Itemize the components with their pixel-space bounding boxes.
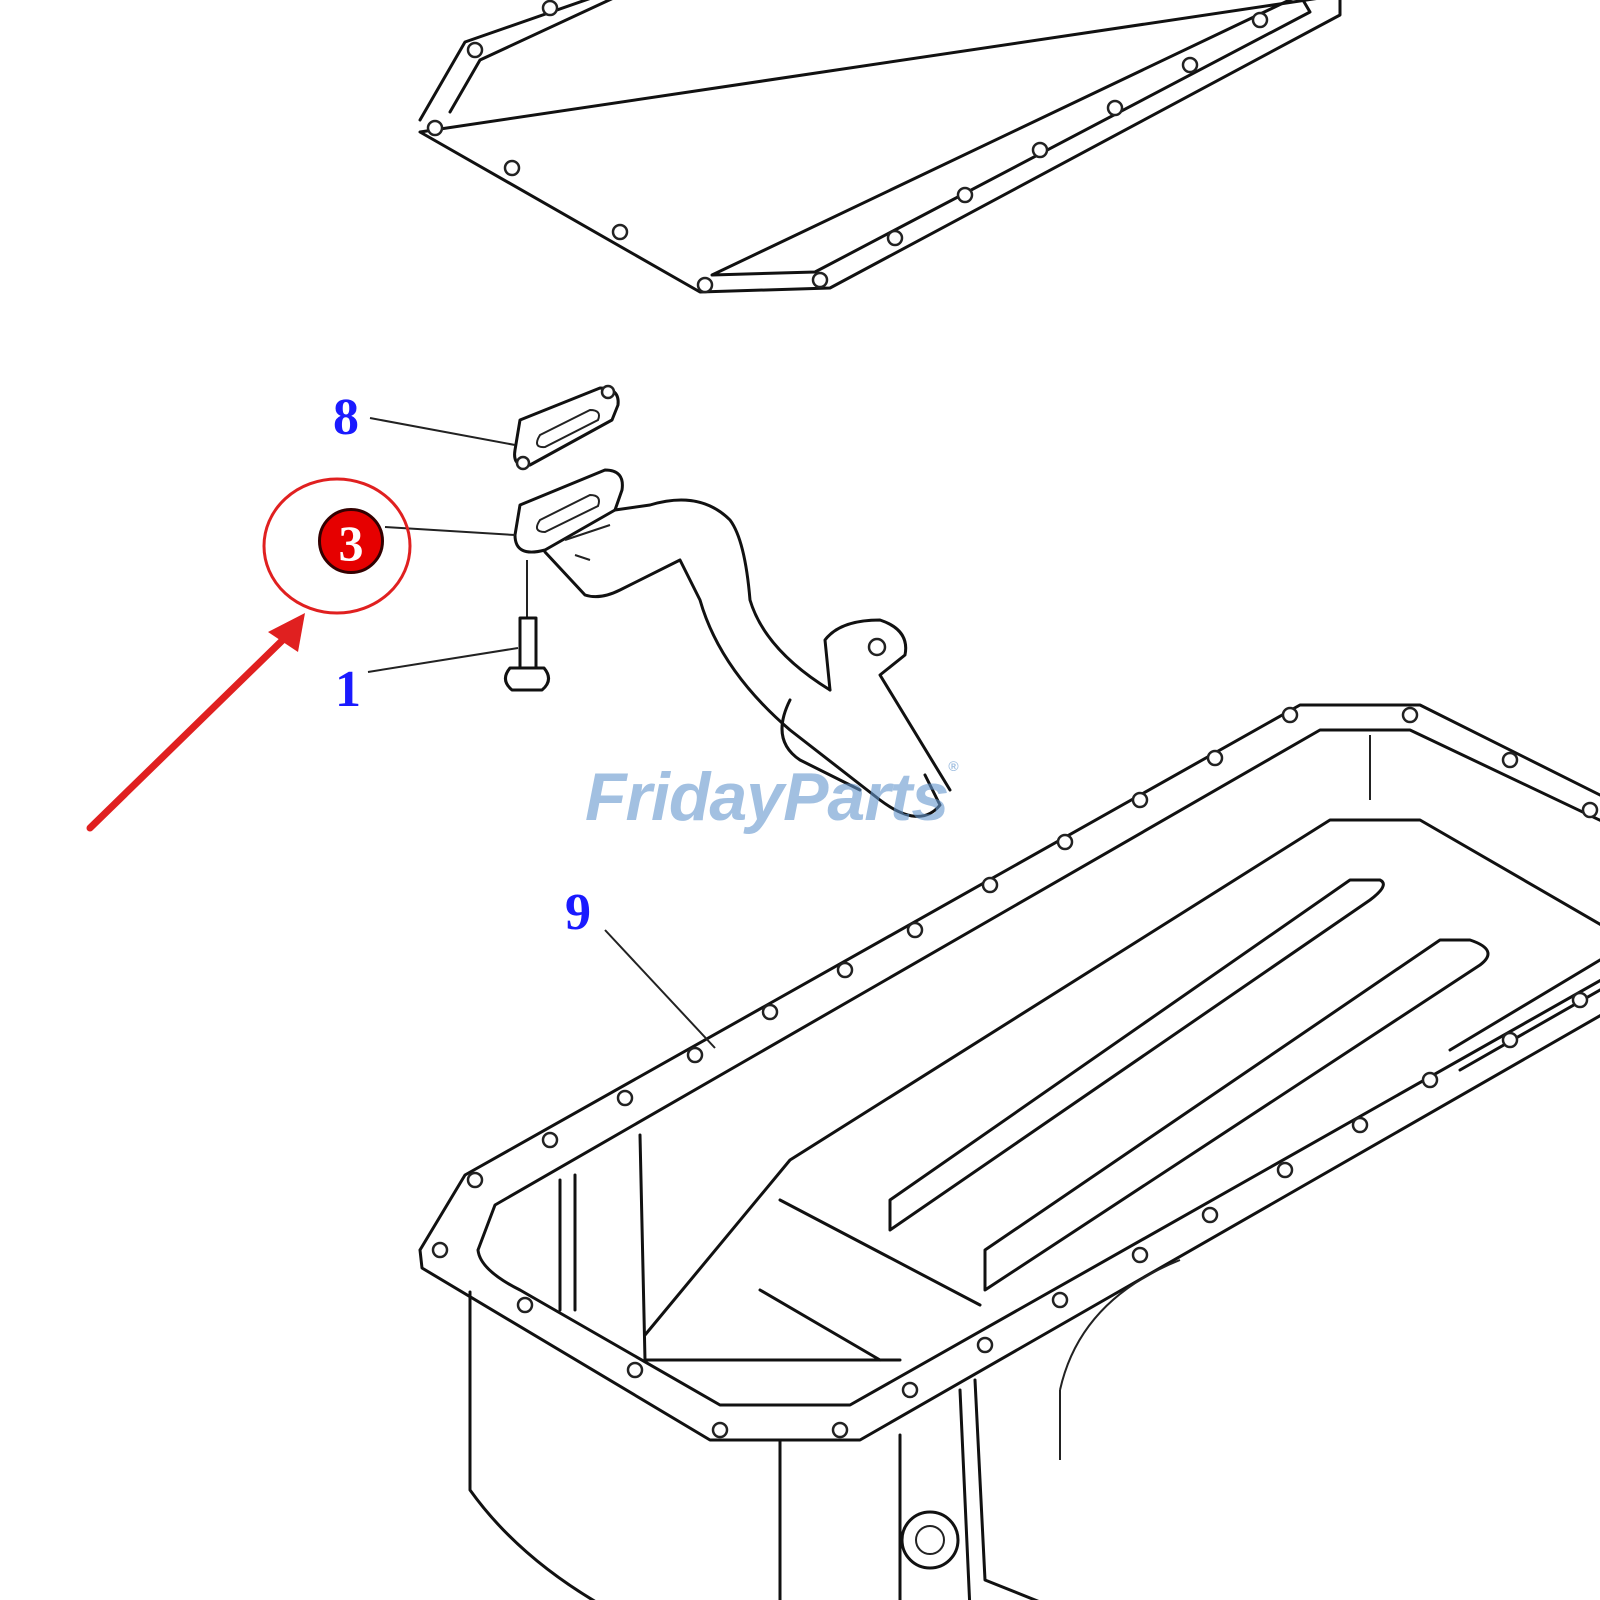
bolt-hole bbox=[1181, 56, 1199, 74]
bolt-hole bbox=[836, 961, 854, 979]
bolt-hole bbox=[1131, 1246, 1149, 1264]
bolt-hole bbox=[696, 276, 714, 294]
bolt-hole bbox=[1251, 11, 1269, 29]
bolt-hole bbox=[466, 1171, 484, 1189]
bolt-hole bbox=[541, 1131, 559, 1149]
oil-pan-gasket bbox=[418, 0, 1342, 294]
bolt-hole bbox=[981, 876, 999, 894]
bolt-hole bbox=[1051, 1291, 1069, 1309]
registered-mark: ® bbox=[948, 758, 958, 774]
bolt-hole bbox=[426, 119, 444, 137]
bolt-hole bbox=[1351, 1116, 1369, 1134]
bolt-hole bbox=[1031, 141, 1049, 159]
bolt-hole bbox=[616, 1089, 634, 1107]
highlight-circle bbox=[262, 477, 412, 615]
bolt-hole bbox=[516, 1296, 534, 1314]
bolt-hole bbox=[686, 1046, 704, 1064]
bolt-hole bbox=[811, 271, 829, 289]
arrow-icon bbox=[86, 613, 305, 832]
bolt-hole bbox=[1206, 749, 1224, 767]
bolt-hole bbox=[1421, 1071, 1439, 1089]
bolt-hole bbox=[466, 41, 484, 59]
bolt-hole bbox=[541, 0, 559, 17]
callout-1[interactable]: 1 bbox=[335, 661, 361, 718]
suction-pipe bbox=[513, 468, 952, 818]
bolt-hole bbox=[431, 1241, 449, 1259]
callout-3[interactable]: 3 bbox=[318, 508, 384, 574]
bolt-hole bbox=[503, 159, 521, 177]
bolt-hole bbox=[976, 1336, 994, 1354]
callout-8[interactable]: 8 bbox=[333, 389, 359, 446]
bolt-hole bbox=[1106, 99, 1124, 117]
bolt-hole bbox=[711, 1421, 729, 1439]
callout-9[interactable]: 9 bbox=[565, 884, 591, 941]
bolt-hole bbox=[906, 921, 924, 939]
bolt-hole bbox=[831, 1421, 849, 1439]
bolt-hole bbox=[1056, 833, 1074, 851]
leader-lines bbox=[367, 417, 716, 1049]
bolt-hole bbox=[1131, 791, 1149, 809]
watermark-logo: FridayParts® bbox=[585, 758, 959, 836]
bolt-hole bbox=[1501, 1031, 1519, 1049]
bolt-hole bbox=[1501, 751, 1519, 769]
bolt-hole bbox=[886, 229, 904, 247]
oil-pan bbox=[418, 703, 1600, 1600]
bolt-hole bbox=[626, 1361, 644, 1379]
bolt-hole bbox=[611, 223, 629, 241]
bolt-hole bbox=[956, 186, 974, 204]
bolt-hole bbox=[1201, 1206, 1219, 1224]
bolt-hole bbox=[1401, 706, 1419, 724]
bolt-hole bbox=[1571, 991, 1589, 1009]
bolt bbox=[504, 560, 550, 692]
watermark-text: FridayParts bbox=[585, 759, 949, 835]
bolt-hole bbox=[1581, 801, 1599, 819]
bolt-hole bbox=[1276, 1161, 1294, 1179]
suction-gasket bbox=[513, 384, 620, 471]
bolt-hole bbox=[1281, 706, 1299, 724]
bolt-hole bbox=[761, 1003, 779, 1021]
bolt-hole bbox=[901, 1381, 919, 1399]
